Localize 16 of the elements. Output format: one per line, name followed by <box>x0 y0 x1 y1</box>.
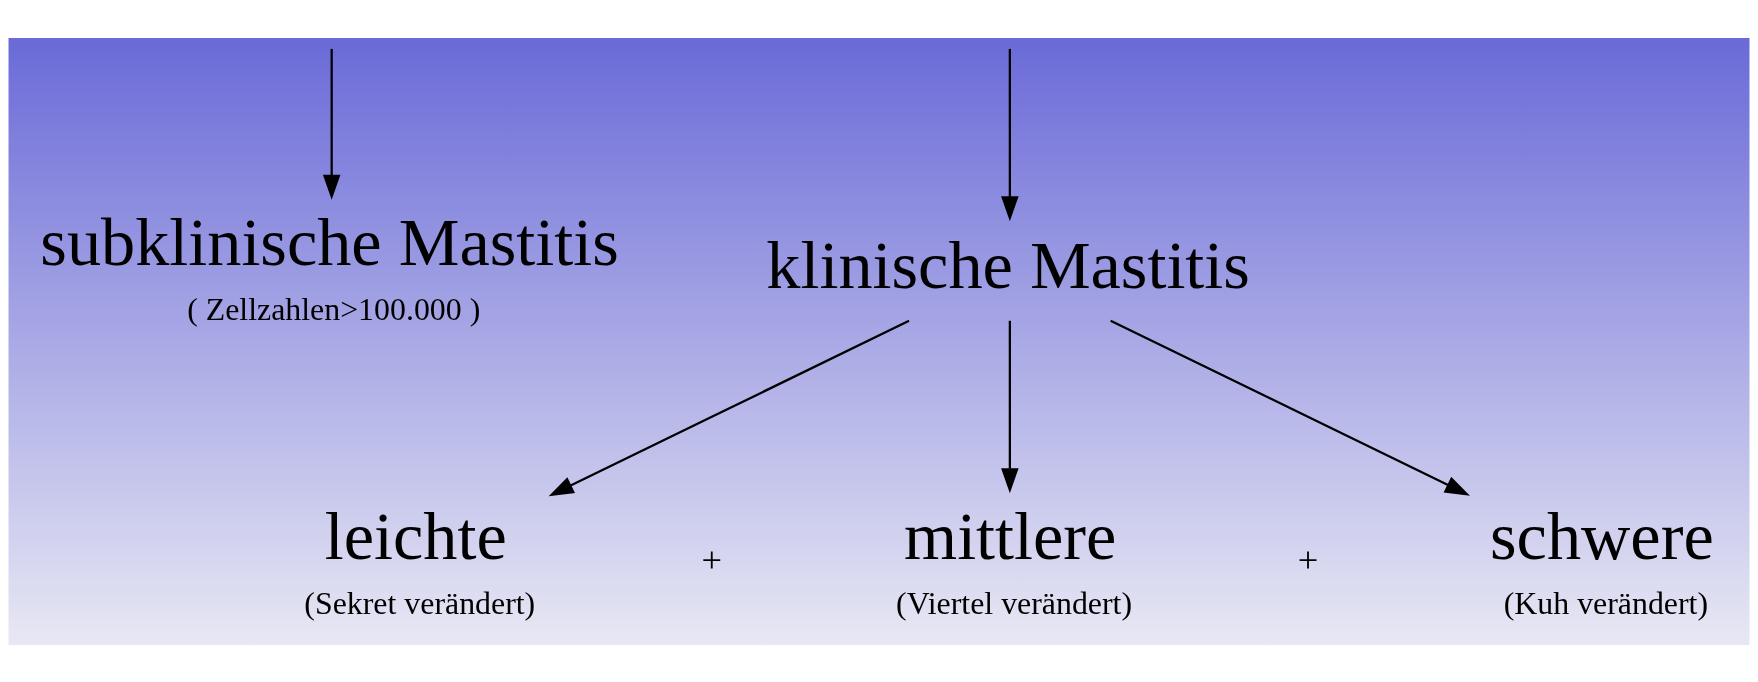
arrow <box>1110 319 1470 496</box>
node-label: (Viertel verändert) <box>896 585 1133 621</box>
arrow <box>548 319 910 496</box>
label: + <box>701 539 722 580</box>
node-text: schwere <box>1490 497 1714 574</box>
node-label: (Sekret verändert) <box>304 585 536 621</box>
arrow <box>1001 48 1019 221</box>
arrow <box>322 48 341 200</box>
label: + <box>1297 539 1319 580</box>
node-text: subklinische Mastitis <box>40 203 619 280</box>
node-label: (Kuh verändert) <box>1503 585 1709 621</box>
arrow <box>1001 320 1019 493</box>
node-text: mittlere <box>904 497 1117 574</box>
node-label: ( Zellzahlen>100.000 ) <box>187 291 481 327</box>
node-text: leichte <box>324 497 507 574</box>
node-text: klinische Mastitis <box>766 226 1250 303</box>
